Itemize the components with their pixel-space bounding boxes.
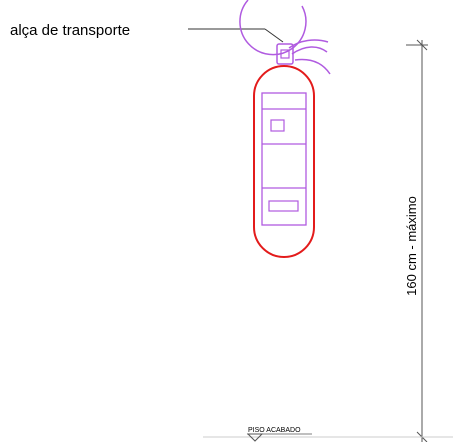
height-dimension-top-arrow (416, 39, 428, 51)
extinguisher-cylinder (253, 65, 315, 258)
valve-pin (280, 49, 290, 59)
carry-handle-loop (239, 0, 307, 56)
discharge-hose (288, 39, 329, 49)
carry-handle-label: alça de transporte (10, 22, 130, 39)
floor-label: PISO ACABADO (248, 427, 301, 434)
floor-level-marker (246, 433, 264, 442)
carry-handle-leader-elbow (264, 28, 284, 43)
discharge-hose-tail (294, 58, 331, 75)
discharge-hose-inner (291, 46, 328, 55)
valve-head (276, 43, 294, 65)
label-panel-window-top (270, 119, 285, 132)
cylinder-label-panel (261, 92, 307, 226)
height-dimension-label: 160 cm - máximo (404, 196, 419, 296)
label-panel-window-bottom (268, 200, 299, 212)
